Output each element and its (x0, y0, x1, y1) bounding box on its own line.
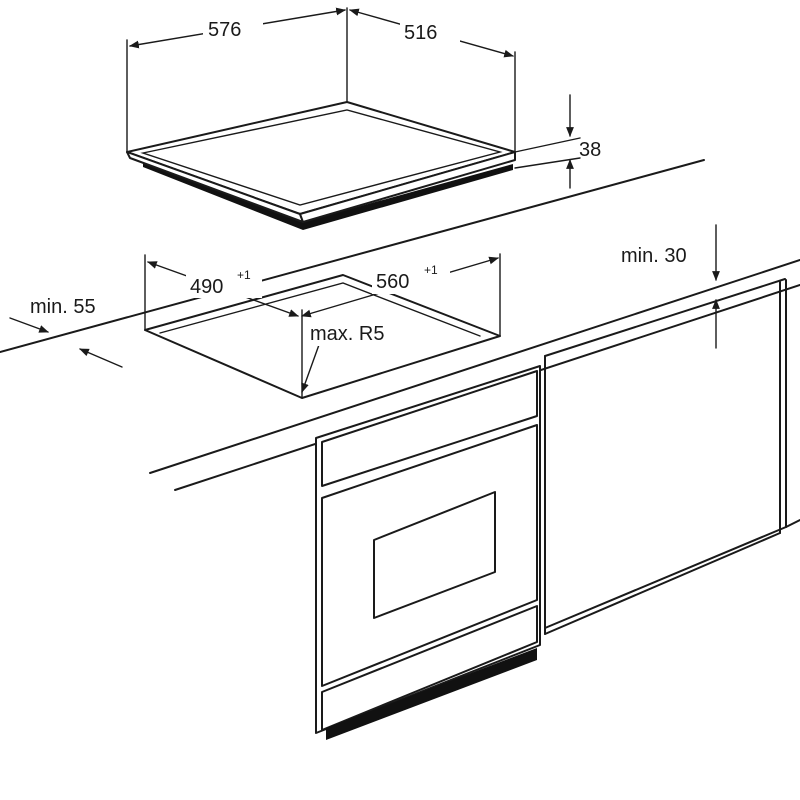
hob-height-label: 38 (579, 139, 601, 161)
hob-depth-label: 516 (404, 22, 437, 44)
side-cabinet (544, 278, 800, 635)
oven-window (373, 491, 496, 619)
cutout-width-tolerance: +1 (424, 263, 438, 277)
dimension-cutout-width (301, 253, 501, 337)
hob-width-label: 576 (208, 19, 241, 41)
dimension-hob-height (514, 94, 581, 189)
corner-radius-label: max. R5 (310, 323, 384, 345)
dimension-hob-depth (349, 8, 516, 153)
wall-clearance-label: min. 30 (621, 245, 687, 267)
cutout-width-label: 560 (376, 271, 409, 293)
dimension-cutout-depth (144, 254, 303, 399)
dimension-front-clearance (9, 317, 123, 368)
cutout-depth-tolerance: +1 (237, 268, 251, 282)
built-in-oven (315, 365, 541, 740)
induction-hob (126, 101, 516, 230)
cutout-depth-label: 490 (190, 276, 223, 298)
dimension-corner-radius (301, 318, 414, 393)
front-clearance-label: min. 55 (30, 296, 96, 318)
dimension-hob-width (126, 7, 348, 153)
